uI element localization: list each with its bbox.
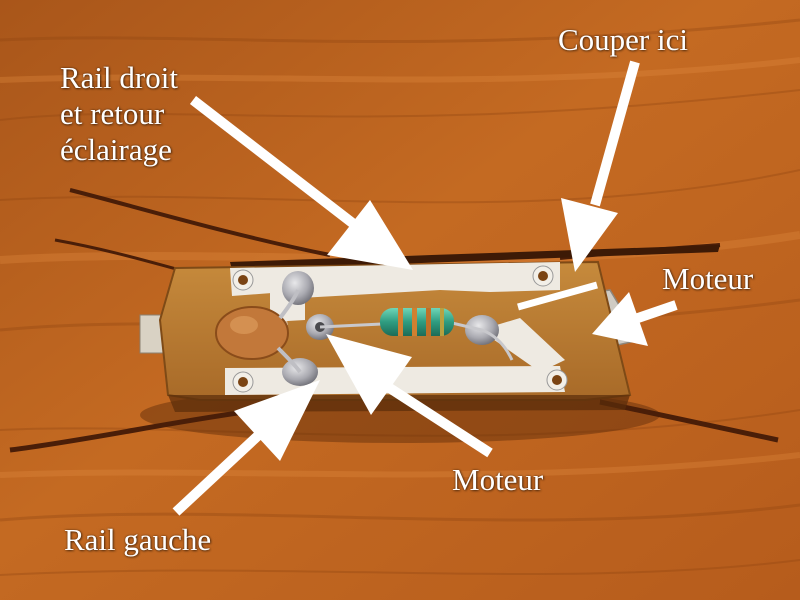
mounting-holes: [232, 265, 568, 393]
label-rail-droit-line-3: éclairage: [60, 132, 172, 167]
resistor-bands: [398, 308, 444, 336]
label-couper-ici: Couper ici: [558, 22, 688, 57]
cut-line: [517, 281, 598, 311]
capacitor: [215, 306, 289, 360]
pickup-wire-bottom-left: [9, 407, 261, 453]
pickup-wire-top-left: [69, 188, 331, 257]
capacitor-leg-top: [278, 289, 300, 320]
capacitor-leg-bottom: [276, 346, 302, 374]
label-rail-droit: Rail droit et retour éclairage: [60, 60, 178, 168]
pickup-strip-top: [230, 245, 720, 270]
resistor-lead-left: [319, 322, 383, 329]
pickup-wire-left: [54, 238, 181, 272]
label-moteur-right: Moteur: [662, 261, 754, 296]
label-rail-droit-line-1: Rail droit: [60, 60, 178, 95]
label-moteur-bottom: Moteur: [452, 462, 544, 497]
capacitor-highlight: [230, 316, 258, 334]
resistor-lead-right: [451, 321, 514, 361]
label-rail-droit-line-2: et retour: [60, 96, 165, 131]
label-rail-gauche: Rail gauche: [64, 522, 212, 557]
annotation-arrows: [172, 60, 678, 516]
